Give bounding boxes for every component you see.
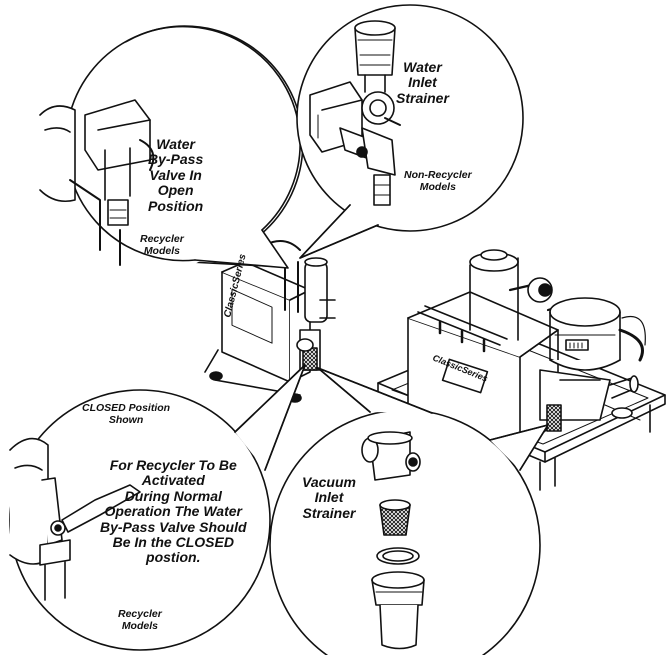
non-recycler-models-label: Non-Recycler Models <box>404 169 472 193</box>
right-machine <box>377 249 666 491</box>
recycler-models-bottom-label: Recycler Models <box>118 608 162 632</box>
closed-position-shown-label: CLOSED Position Shown <box>82 402 171 426</box>
bypass-valve-callout <box>28 25 304 275</box>
bypass-valve-open-label: Water By-Pass Valve In Open Position <box>148 136 204 214</box>
recycler-models-top-label: Recycler Models <box>140 233 184 257</box>
left-machine <box>204 240 336 403</box>
water-strainer-callout <box>296 4 524 259</box>
vacuum-strainer-callout <box>269 367 549 655</box>
vacuum-inlet-strainer-label: Vacuum Inlet Strainer <box>302 474 356 521</box>
recycler-instruction-label: For Recycler To Be Activated During Norm… <box>100 457 247 566</box>
water-inlet-strainer-label: Water Inlet Strainer <box>396 59 449 106</box>
closed-position-callout <box>9 364 306 651</box>
